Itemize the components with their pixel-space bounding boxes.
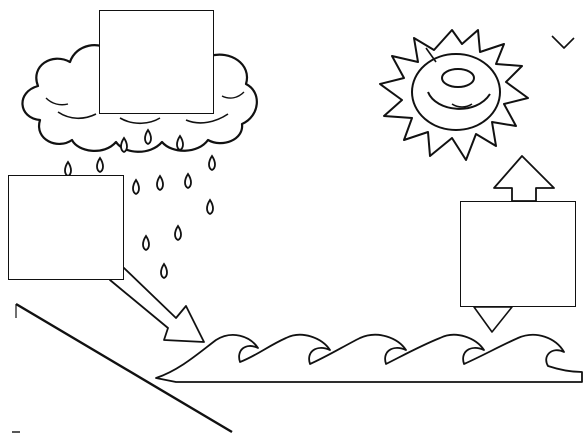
arrow-icon (493, 155, 555, 202)
rain-label-box[interactable] (8, 175, 124, 280)
cloud-label-box[interactable] (99, 10, 214, 114)
slope-line (12, 302, 233, 434)
arrow-icon (109, 267, 205, 343)
wave-icon (155, 333, 583, 383)
arrow-icon (473, 306, 513, 333)
sun-icon (379, 29, 575, 161)
evaporation-label-box[interactable] (460, 201, 576, 307)
